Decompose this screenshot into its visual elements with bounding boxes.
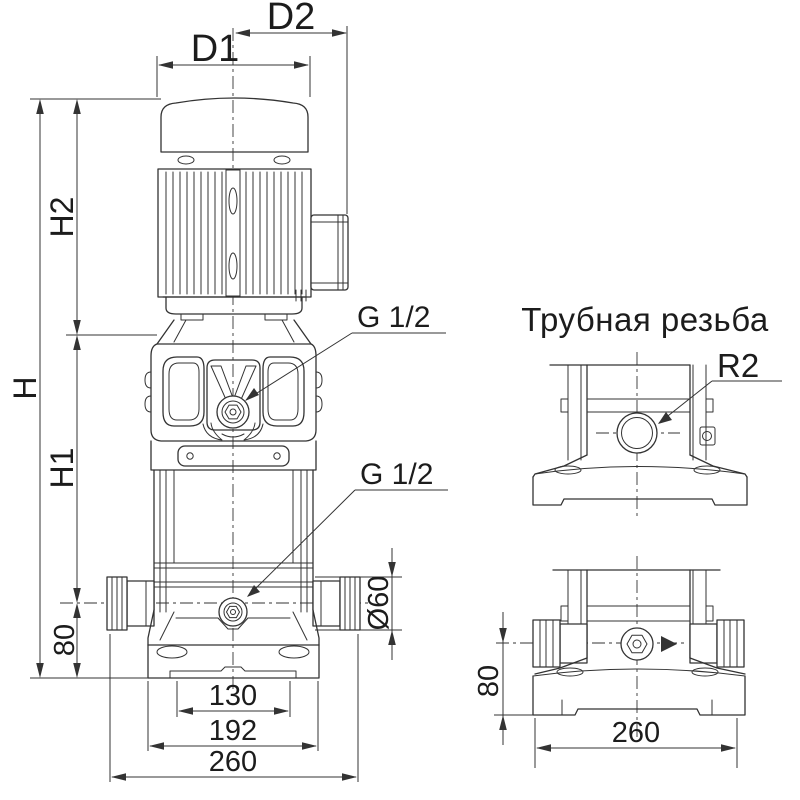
terminal-box (295, 214, 349, 302)
vent-plug-label: G 1/2 (357, 301, 430, 334)
motor-body (157, 168, 312, 298)
nameplate (177, 445, 290, 467)
side-view-upper: R2 (532, 347, 782, 516)
dim-h2: H2 (44, 99, 157, 336)
dim-130-label: 130 (209, 680, 257, 712)
side-bolt (699, 426, 716, 446)
dim-port-span: 260 (109, 634, 359, 782)
dim-port-height: 80 (49, 603, 81, 678)
side-port-right (689, 619, 745, 668)
inspection-window-right (262, 356, 305, 427)
dim-side-260-label: 260 (612, 717, 660, 749)
pipe-thread-title: Трубная резьба (521, 301, 769, 338)
side-view-lower: 80 260 (473, 556, 746, 768)
dim-260-label: 260 (209, 746, 257, 778)
drain-plug (218, 597, 248, 627)
dim-d1-label: D1 (191, 28, 240, 70)
vent-plug (216, 395, 250, 429)
side-base-lower (532, 657, 746, 716)
dim-d2-label: D2 (267, 0, 316, 38)
dim-h: H (7, 98, 161, 679)
dim-192-label: 192 (209, 715, 257, 747)
nameplate-band (150, 440, 317, 471)
suction-port (106, 576, 155, 631)
r2-leader: R2 (658, 347, 782, 424)
side-port-left (532, 619, 588, 668)
dim-dia60-label: Ø60 (363, 576, 395, 631)
discharge-port (312, 576, 361, 631)
vent-plug-leader: G 1/2 (245, 301, 446, 401)
dim-side-80-label: 80 (473, 665, 505, 697)
dim-port-diameter: Ø60 (315, 548, 402, 660)
fan-cover (160, 97, 309, 170)
main-view: D1 D2 H H2 H1 80 Ø60 (7, 0, 448, 782)
dim-d2: D2 (235, 0, 348, 214)
side-base-upper (532, 454, 748, 506)
drain-plug-leader: G 1/2 (247, 458, 448, 597)
motor-flange (162, 296, 306, 321)
dim-80-label: 80 (49, 624, 81, 656)
side-view: Трубная резьба (473, 301, 782, 768)
dim-d1: D1 (156, 28, 311, 97)
pump-head (144, 343, 323, 442)
dim-h1: H1 (44, 335, 81, 603)
dim-side-port-height: 80 (473, 612, 533, 745)
pump-sleeve (153, 469, 314, 613)
dim-flange-width: 192 (147, 681, 319, 751)
dim-bolt-spacing: 130 (176, 680, 291, 717)
motor-stool (156, 319, 312, 345)
pump-base (147, 609, 320, 679)
dim-side-base-width: 260 (534, 717, 738, 768)
pipe-thread-port (616, 412, 658, 454)
dim-h2-label: H2 (44, 197, 80, 238)
side-drain-plug (620, 627, 677, 661)
dim-h1-label: H1 (44, 448, 80, 489)
dim-h-label: H (7, 376, 43, 399)
drain-plug-label: G 1/2 (360, 458, 433, 491)
inspection-window-left (162, 356, 205, 427)
r2-label: R2 (717, 347, 759, 384)
